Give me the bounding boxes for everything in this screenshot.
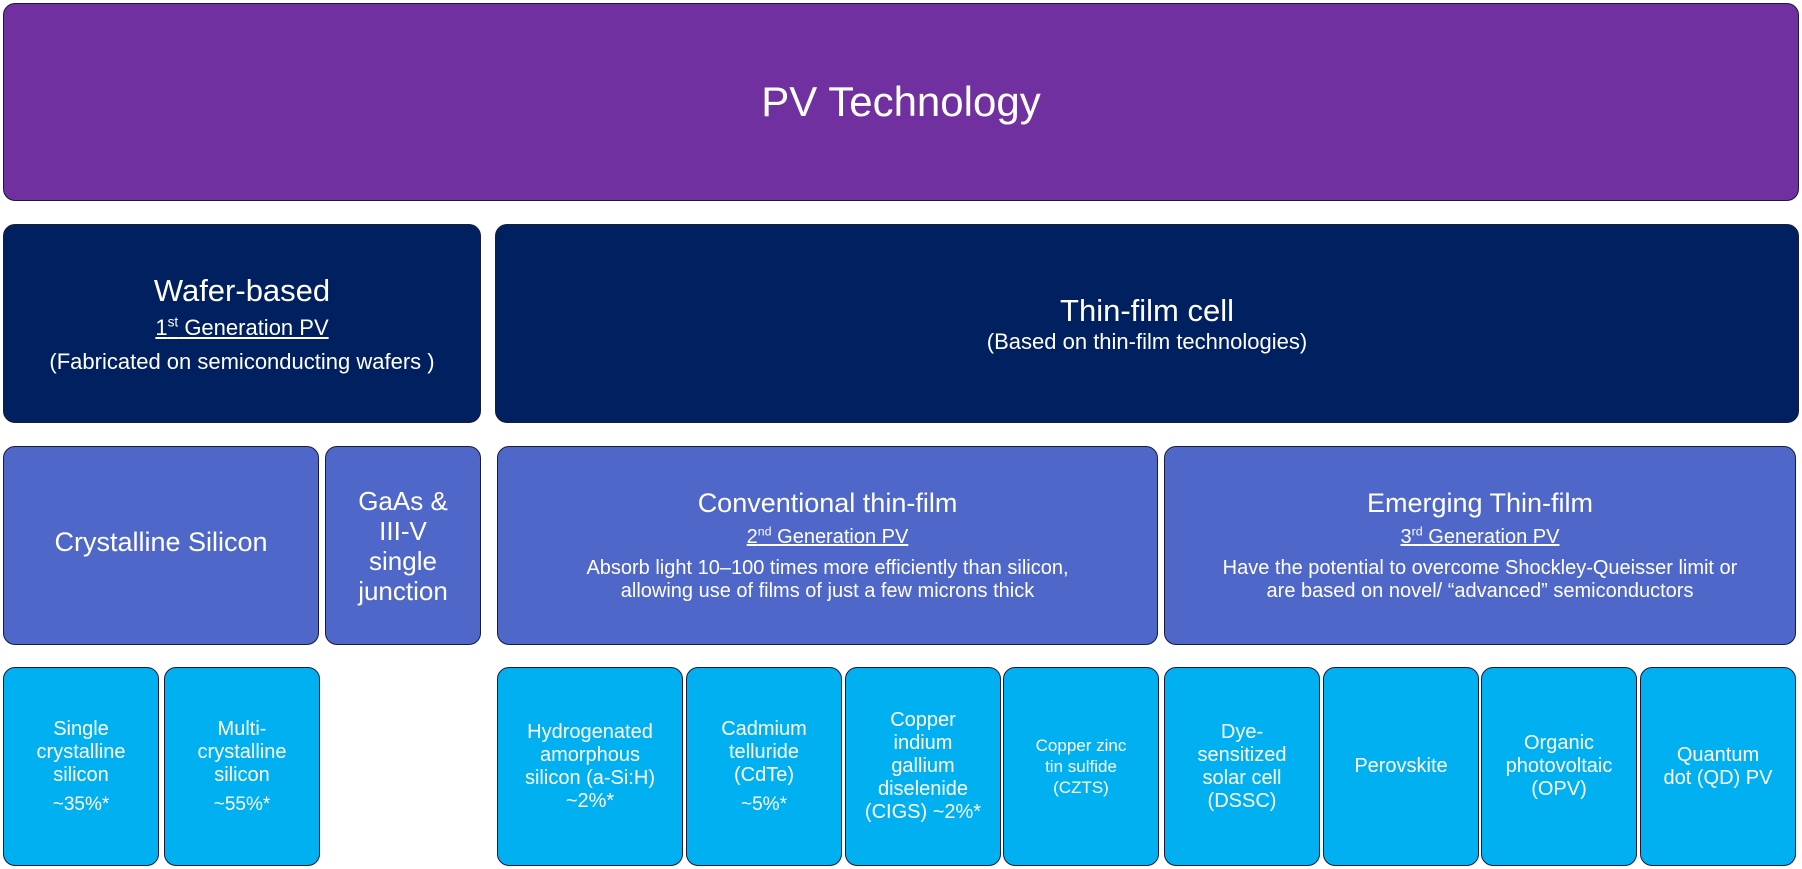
dssc-line-2: sensitized [1197, 743, 1287, 766]
multi-line-3: silicon [214, 763, 270, 786]
emerging-generation-label: 3rd Generation PV [1400, 524, 1560, 548]
single-line-2: crystalline [36, 740, 126, 763]
cigs-line-2: indium [893, 732, 953, 754]
conventional-thin-film-box: Conventional thin-film 2nd Generation PV… [497, 446, 1158, 645]
perovskite-box: Perovskite [1323, 667, 1479, 866]
qd-line-1: Quantum [1676, 743, 1760, 766]
czts-line-1: Copper zinc [1035, 736, 1127, 755]
cadmium-telluride-box: Cadmium telluride (CdTe) ~5%* [686, 667, 842, 866]
cigs-line-3: gallium [891, 755, 955, 777]
emerging-thin-film-title: Emerging Thin-film [1366, 488, 1594, 518]
pv-technology-title: PV Technology [761, 78, 1041, 125]
dssc-line-3: solar cell [1202, 766, 1282, 789]
emerging-description-1: Have the potential to overcome Shockley-… [1222, 557, 1738, 579]
czts-line-3: (CZTS) [1053, 778, 1109, 797]
crystalline-silicon-box: Crystalline Silicon [3, 446, 319, 645]
czts-box: Copper zinc tin sulfide (CZTS) [1003, 667, 1159, 866]
multi-line-1: Multi- [217, 717, 267, 740]
multi-line-2: crystalline [197, 740, 287, 763]
single-line-1: Single [53, 717, 109, 740]
conventional-description-2: allowing use of films of just a few micr… [620, 580, 1035, 602]
wafer-based-title: Wafer-based [153, 272, 331, 308]
cdte-efficiency: ~5%* [741, 793, 787, 815]
wafer-generation-label: 1st Generation PV [155, 314, 329, 340]
wafer-based-description: (Fabricated on semiconducting wafers ) [49, 348, 435, 374]
cigs-box: Copper indium gallium diselenide (CIGS) … [845, 667, 1001, 866]
single-efficiency: ~35%* [52, 793, 110, 815]
cdte-line-3: (CdTe) [733, 763, 794, 786]
pv-technology-box: PV Technology [3, 3, 1799, 201]
conventional-description-1: Absorb light 10–100 times more efficient… [586, 557, 1069, 579]
emerging-description-2: are based on novel/ “advanced” semicondu… [1266, 580, 1694, 602]
crystalline-silicon-title: Crystalline Silicon [54, 527, 268, 557]
gaas-line-1: GaAs & [358, 485, 448, 516]
cdte-line-1: Cadmium [721, 717, 807, 740]
dssc-box: Dye- sensitized solar cell (DSSC) [1164, 667, 1320, 866]
gaas-line-3: single [369, 545, 437, 576]
amorphous-silicon-box: Hydrogenated amorphous silicon (a-Si:H) … [497, 667, 683, 866]
thin-film-cell-description: (Based on thin-film technologies) [986, 328, 1308, 354]
cigs-line-4: diselenide [877, 778, 969, 800]
opv-line-2: photovoltaic [1505, 755, 1613, 777]
opv-line-3: (OPV) [1531, 778, 1587, 800]
dssc-line-1: Dye- [1220, 720, 1264, 743]
asi-efficiency: ~2%* [565, 789, 615, 812]
cigs-line-5: (CIGS) ~2%* [864, 801, 982, 823]
opv-line-1: Organic [1523, 732, 1595, 754]
multi-crystalline-silicon-box: Multi- crystalline silicon ~55%* [164, 667, 320, 866]
conventional-generation-label: 2nd Generation PV [746, 524, 909, 548]
conventional-thin-film-title: Conventional thin-film [697, 488, 958, 518]
cigs-line-1: Copper [890, 709, 956, 731]
thin-film-cell-title: Thin-film cell [1060, 292, 1234, 328]
multi-efficiency: ~55%* [213, 793, 271, 815]
cdte-line-2: telluride [728, 740, 800, 763]
opv-box: Organic photovoltaic (OPV) [1481, 667, 1637, 866]
gaas-line-2: III-V [379, 515, 427, 546]
asi-line-2: amorphous [539, 743, 641, 766]
qd-line-2: dot (QD) PV [1663, 766, 1773, 789]
dssc-line-4: (DSSC) [1207, 789, 1277, 812]
single-line-3: silicon [53, 763, 109, 786]
quantum-dot-box: Quantum dot (QD) PV [1640, 667, 1796, 866]
single-crystalline-silicon-box: Single crystalline silicon ~35%* [3, 667, 159, 866]
wafer-based-box: Wafer-based 1st Generation PV (Fabricate… [3, 224, 481, 423]
gaas-line-4: junction [358, 575, 448, 606]
asi-line-3: silicon (a-Si:H) [524, 766, 656, 789]
perovskite-label: Perovskite [1354, 755, 1448, 777]
emerging-thin-film-box: Emerging Thin-film 3rd Generation PV Hav… [1164, 446, 1796, 645]
asi-line-1: Hydrogenated [527, 720, 653, 743]
gaas-box: GaAs & III-V single junction [325, 446, 481, 645]
thin-film-cell-box: Thin-film cell (Based on thin-film techn… [495, 224, 1799, 423]
czts-line-2: tin sulfide [1045, 757, 1117, 776]
